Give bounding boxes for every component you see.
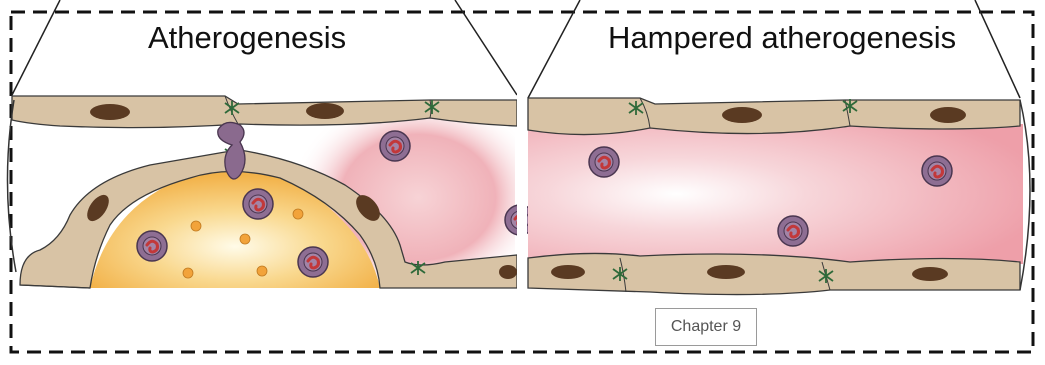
monocyte-icon	[380, 131, 410, 161]
monocyte-icon	[778, 216, 808, 246]
lipid-droplet-icon	[240, 234, 250, 244]
panel-divider	[517, 90, 527, 295]
lipid-droplet-icon	[257, 266, 267, 276]
nucleus-icon	[499, 265, 517, 279]
monocyte-icon	[137, 231, 167, 261]
zoom-line-right-2	[975, 0, 1020, 98]
monocyte-icon	[243, 189, 273, 219]
panel-hampered-atherogenesis	[528, 98, 1030, 295]
nucleus-icon	[90, 104, 130, 120]
nucleus-icon	[930, 107, 966, 123]
nucleus-icon	[306, 103, 344, 119]
lipid-droplet-icon	[191, 221, 201, 231]
lumen-background	[528, 124, 1023, 264]
panel-atherogenesis	[7, 96, 535, 288]
zoom-line-right-1	[528, 0, 580, 98]
lipid-droplet-icon	[293, 209, 303, 219]
vessel-opening	[7, 100, 16, 272]
panel-title-atherogenesis: Atherogenesis	[148, 20, 346, 56]
zoom-line-left-2	[455, 0, 517, 95]
nucleus-icon	[707, 265, 745, 279]
monocyte-icon	[298, 247, 328, 277]
panel-title-hampered-atherogenesis: Hampered atherogenesis	[608, 20, 956, 56]
nucleus-icon	[722, 107, 762, 123]
zoom-line-left-1	[12, 0, 60, 95]
nucleus-icon	[551, 265, 585, 279]
monocyte-icon	[922, 156, 952, 186]
monocyte-icon	[589, 147, 619, 177]
lipid-droplet-icon	[183, 268, 193, 278]
nucleus-icon	[912, 267, 948, 281]
chapter-label: Chapter 9	[655, 308, 757, 346]
